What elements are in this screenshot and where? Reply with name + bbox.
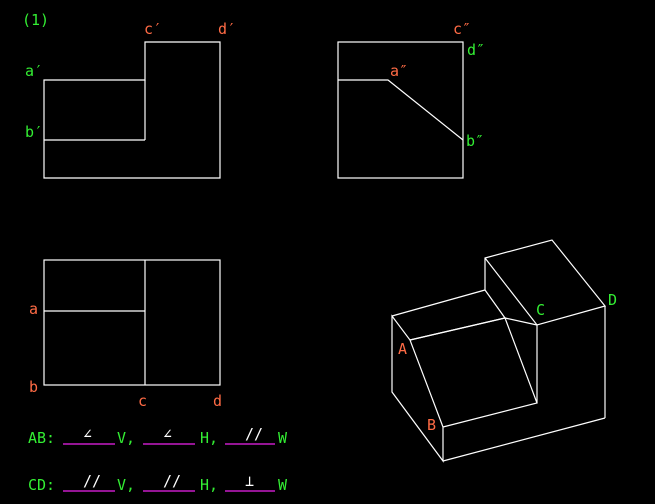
answer-row-cd: CD: // V, // H, ⊥ W [28,472,288,494]
top-view-outline [43,259,221,386]
answer-row-ab: AB: ∠ V, ∠ H, // W [28,425,288,447]
problem-number: (1) [22,11,49,29]
iso-bottom-edge [442,417,606,462]
side-label-c: c″ [453,20,471,38]
iso-left-face [391,314,444,463]
ab-answer-2: ∠ [163,425,172,443]
side-label-d: d″ [467,41,485,59]
front-view: c′ d′ a′ b′ [25,20,236,179]
cd-answer-3: ⊥ [245,472,254,490]
iso-step-edge [504,317,538,326]
cd-plane-3: W [278,476,288,494]
top-label-d: d [213,392,222,410]
cd-answer-1: // [83,472,101,490]
side-label-a: a″ [390,62,408,80]
top-view: a b c d [29,259,222,410]
top-label-c: c [138,392,147,410]
isometric-view: A B C D [391,239,617,463]
iso-label-B: B [427,416,436,434]
top-label-a: a [29,300,38,318]
ab-prefix: AB: [28,429,55,447]
cd-plane-1: V, [117,476,135,494]
ab-answer-1: ∠ [83,425,92,443]
iso-label-D: D [608,291,617,309]
ab-plane-3: W [278,429,288,447]
front-label-a: a′ [25,62,43,80]
cd-plane-2: H, [200,476,218,494]
front-label-b: b′ [25,123,43,141]
iso-label-A: A [398,340,407,358]
iso-label-C: C [536,301,545,319]
cd-prefix: CD: [28,476,55,494]
side-view: c″ d″ a″ b″ [337,20,485,179]
iso-upper-block [484,239,607,326]
side-view-outline [337,41,464,179]
front-label-c: c′ [144,20,162,38]
ab-plane-1: V, [117,429,135,447]
side-view-slope [338,79,464,141]
front-label-d: d′ [218,20,236,38]
ab-answer-3: // [245,425,263,443]
cd-answer-2: // [163,472,181,490]
ab-plane-2: H, [200,429,218,447]
side-label-b: b″ [466,132,484,150]
top-label-b: b [29,378,38,396]
front-view-outline [43,41,221,179]
iso-lower-top [391,289,507,341]
iso-slope-face [409,317,538,428]
